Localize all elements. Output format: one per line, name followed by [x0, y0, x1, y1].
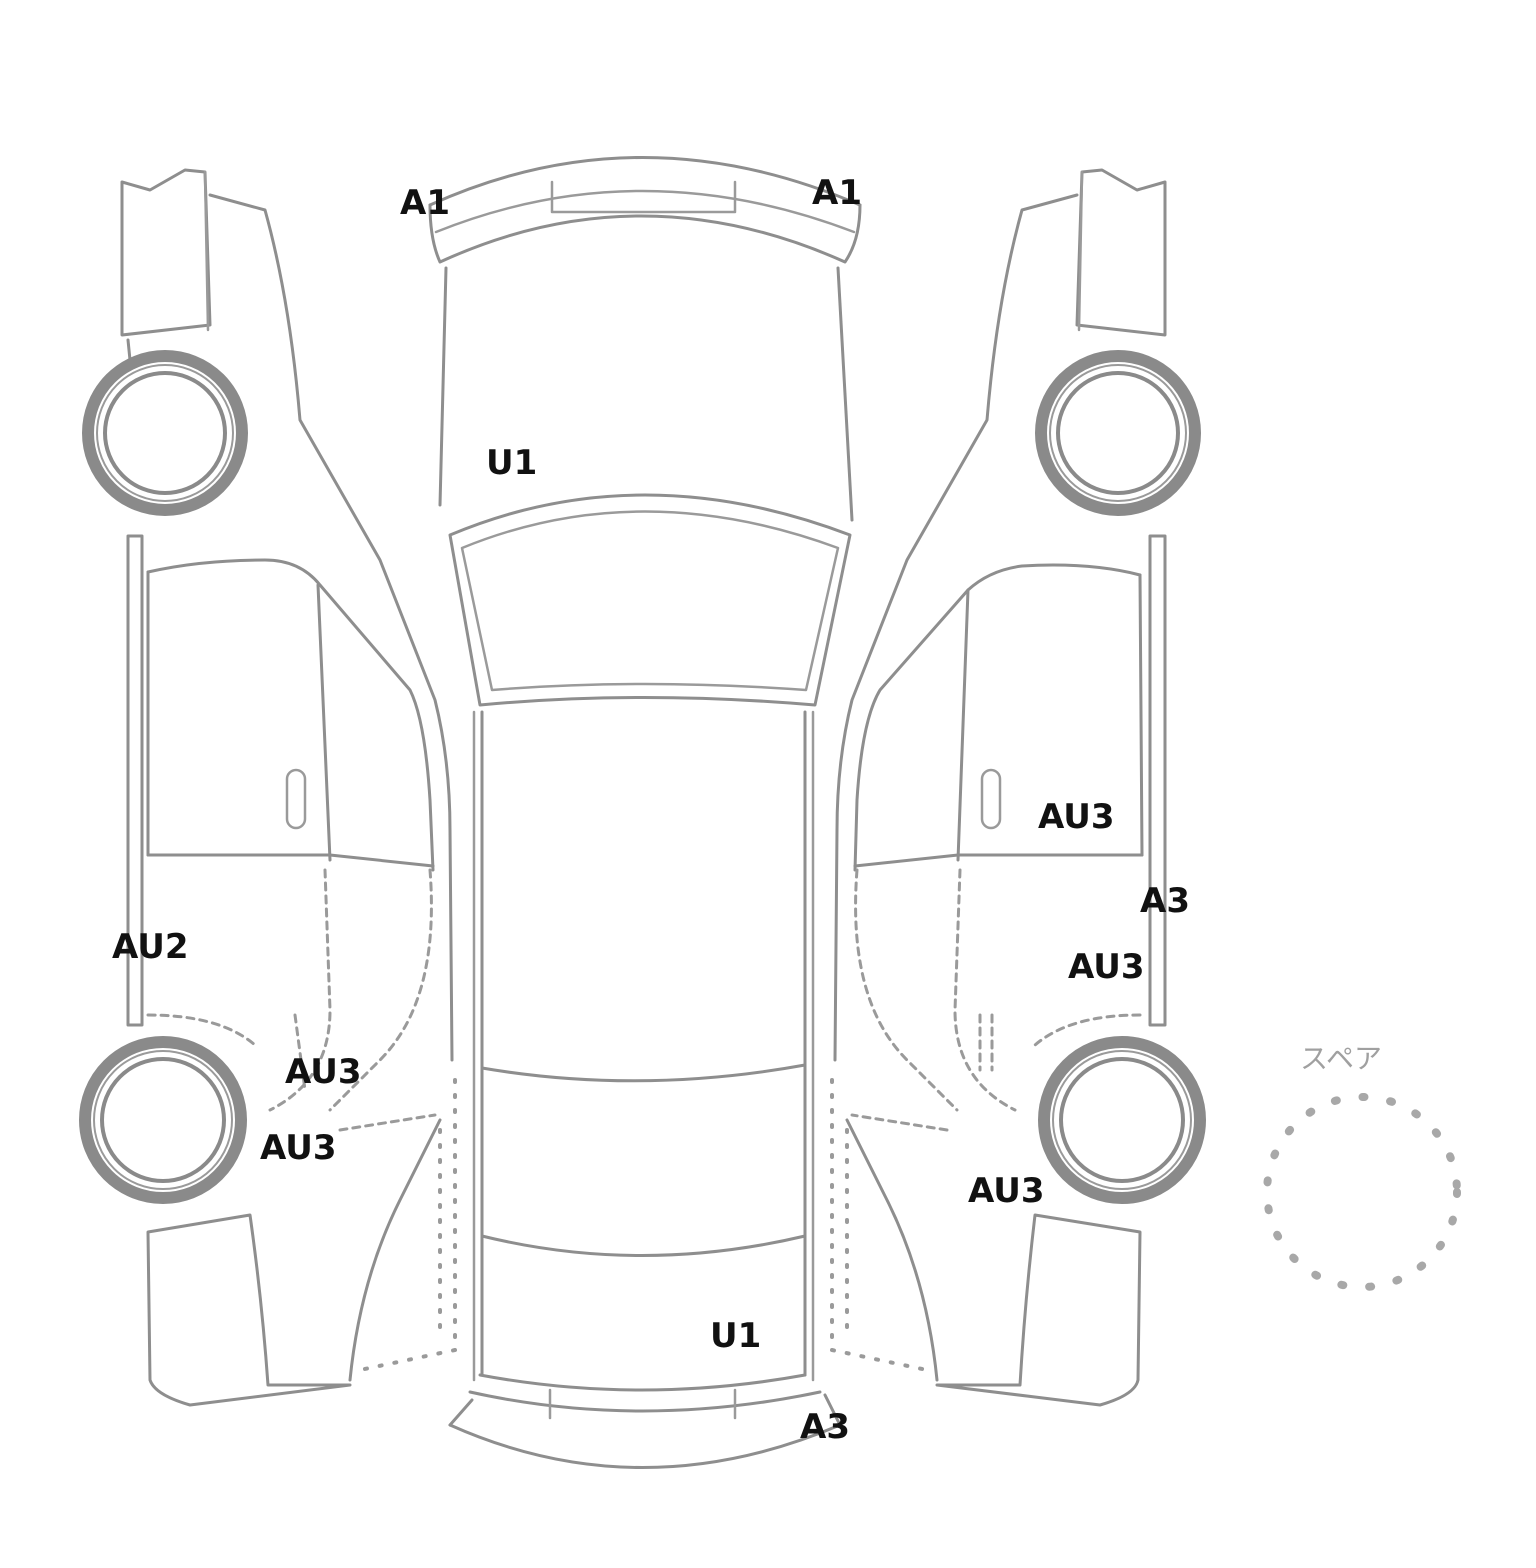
damage-code-right-rocker: A3 — [1140, 881, 1190, 921]
spare-tire-outline — [1263, 1093, 1461, 1291]
left-front-wheel — [82, 350, 248, 516]
right-front-wheel — [1035, 350, 1201, 516]
right-rear-wheel — [1038, 1036, 1206, 1204]
damage-code-hood: U1 — [486, 443, 537, 483]
damage-codes: A1 A1 U1 AU3 A3 AU3 AU2 AU3 AU3 AU3 U1 A… — [112, 173, 1190, 1447]
damage-code-rear-bumper: A3 — [800, 1407, 850, 1447]
damage-code-left-rear-fender: AU3 — [260, 1128, 337, 1168]
left-rear-wheel — [79, 1036, 247, 1204]
damage-code-left-rear-door: AU3 — [285, 1052, 362, 1092]
damage-code-front-bumper-left: A1 — [400, 183, 450, 223]
damage-code-trunk: U1 — [710, 1316, 761, 1356]
top-view — [428, 156, 862, 1469]
spare-label: スペア — [1300, 1042, 1382, 1075]
damage-code-front-bumper-right: A1 — [812, 173, 862, 213]
damage-code-left-rocker: AU2 — [112, 927, 189, 967]
left-side-view — [79, 168, 457, 1407]
damage-code-right-rear-door: AU3 — [1068, 947, 1145, 987]
damage-code-right-front-door: AU3 — [1038, 797, 1115, 837]
damage-code-right-rear-fender: AU3 — [968, 1171, 1045, 1211]
spare-tire: スペア — [1263, 1042, 1461, 1291]
right-side-view — [830, 168, 1206, 1407]
